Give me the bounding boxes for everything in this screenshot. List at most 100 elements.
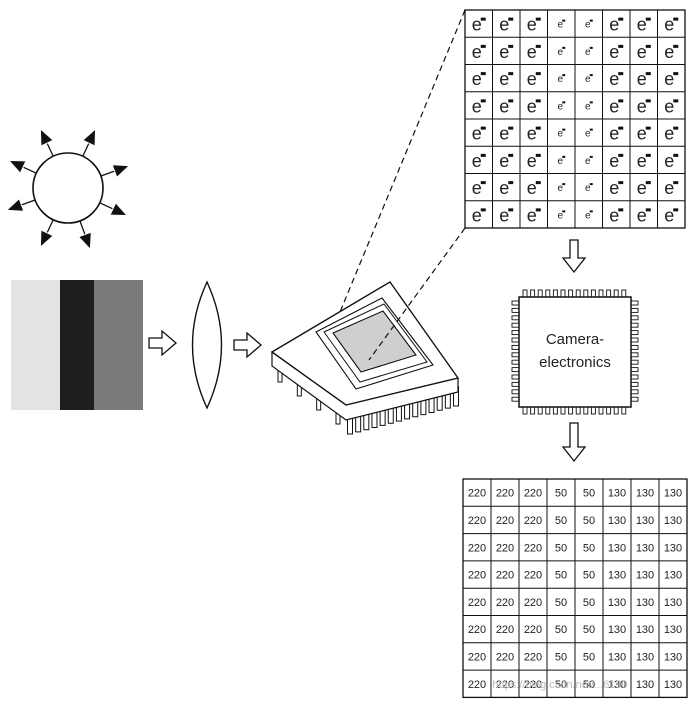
arrow-electronics-to-values [561,422,587,463]
electron-cell: e [499,69,514,89]
electron-cell: e [585,183,593,194]
value-cell: 130 [608,597,626,609]
electron-cell: e [557,155,566,167]
value-cell: 50 [583,679,595,691]
camera-electronics-chip: Camera- electronics [511,289,639,415]
scene-stripes [11,280,143,410]
svg-text:e: e [664,69,674,89]
electron-cell: e [499,151,514,171]
electron-cell: e [609,15,624,35]
value-cell: 130 [664,624,682,636]
svg-text:e: e [664,151,674,171]
svg-text:e: e [664,96,674,116]
electron-cell: e [527,15,541,35]
electron-cell: e [609,178,624,198]
electron-cell: e [609,151,624,171]
value-cell: 130 [608,651,626,663]
electron-cell: e [664,124,679,144]
value-cell: 220 [524,679,542,691]
light-ray [100,170,115,177]
value-cell: 220 [496,570,514,582]
value-cell: 50 [555,515,567,527]
value-cell: 220 [468,570,486,582]
svg-text:e: e [557,129,563,140]
watermark: https://blog.csdn.net/...6130 [492,679,627,691]
electron-cell: e [637,15,651,35]
svg-text:e: e [499,124,509,144]
camera-electronics-label-line1: Camera- [546,331,604,348]
value-cell: 50 [555,679,567,691]
light-ray [21,199,36,206]
electron-cell: e [472,15,486,35]
electron-cell: e [527,69,541,89]
value-cell: 130 [636,679,654,691]
electron-cell: e [664,69,679,89]
electron-cell: e [637,96,651,116]
value-cell: 130 [636,515,654,527]
light-ray-tip [40,129,53,146]
svg-text:e: e [527,151,537,171]
svg-text:e: e [527,15,537,35]
value-cell: 220 [496,488,514,500]
sensor-window [332,310,417,373]
svg-text:e: e [499,205,509,225]
electron-cell: e [637,151,651,171]
electron-cell: e [499,96,514,116]
value-cell: 50 [583,651,595,663]
value-cell: 130 [608,488,626,500]
value-cell: 220 [524,651,542,663]
electron-cell: e [637,178,651,198]
electron-cell: e [527,124,541,144]
value-cell: 130 [664,542,682,554]
value-cell: 50 [555,488,567,500]
electron-cell: e [585,46,593,58]
value-cell: 220 [524,488,542,500]
electron-cell: e [664,96,679,116]
svg-text:e: e [609,124,619,144]
electron-cell: e [637,124,651,144]
svg-text:e: e [472,69,482,89]
svg-text:e: e [637,69,647,89]
svg-text:e: e [637,151,647,171]
electron-cell: e [585,155,593,167]
svg-text:e: e [499,15,509,35]
electron-cell: e [664,151,679,171]
electron-cell: e [472,42,486,62]
electron-cell: e [585,210,593,221]
projection-line-bottom [368,227,466,361]
electron-cell: e [664,42,679,62]
light-ray [23,166,37,174]
value-cell: 220 [468,624,486,636]
value-cell: 130 [664,515,682,527]
value-cell: 220 [496,624,514,636]
svg-text:e: e [472,15,482,35]
svg-text:e: e [557,156,563,167]
light-ray-tip [110,203,127,216]
svg-text:e: e [664,15,674,35]
svg-text:e: e [609,15,619,35]
value-cell: 220 [524,597,542,609]
svg-text:e: e [472,96,482,116]
electron-cell: e [557,183,566,194]
svg-text:e: e [472,178,482,198]
value-cell: 220 [524,624,542,636]
value-cell: 220 [524,542,542,554]
svg-text:e: e [637,96,647,116]
svg-text:e: e [527,69,537,89]
projection-line-top [339,9,466,313]
value-cell: 130 [636,542,654,554]
svg-text:e: e [499,151,509,171]
camera-electronics-label-line2: electronics [539,354,611,371]
electron-cell: e [472,205,486,225]
electron-cell: e [499,15,514,35]
value-cell: 130 [636,624,654,636]
electron-cell: e [557,101,566,112]
electron-cell: e [609,42,624,62]
electron-cell: e [609,69,624,89]
light-ray-tip [79,232,91,249]
electron-cell: e [637,205,651,225]
svg-text:e: e [585,183,591,194]
electron-cell: e [499,124,514,144]
electron-cell: e [557,46,566,58]
